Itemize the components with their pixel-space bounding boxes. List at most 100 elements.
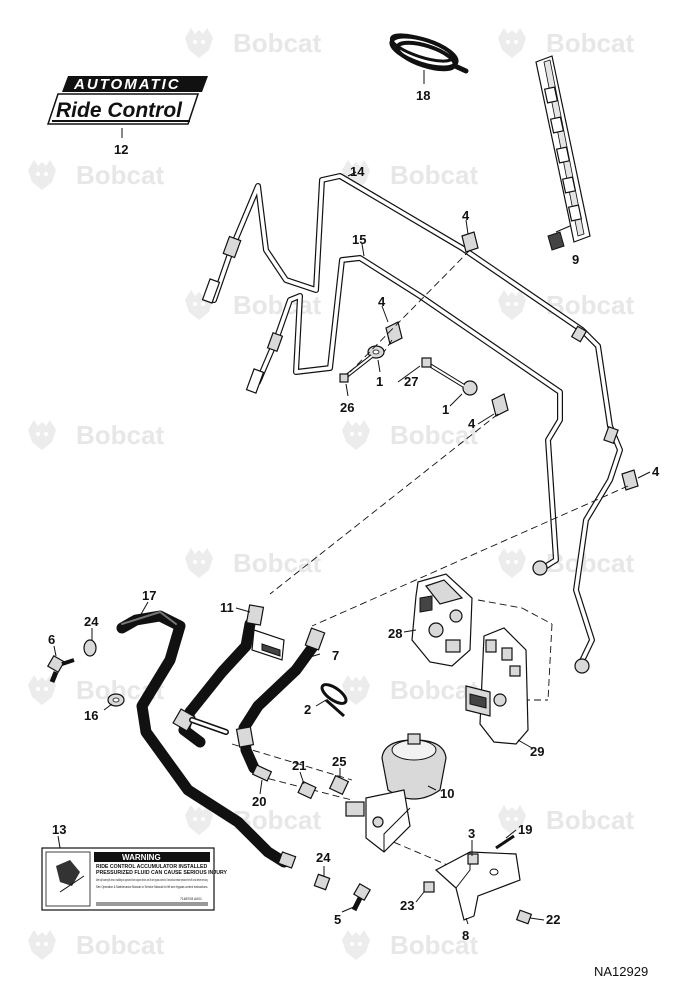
callout-3: 3 [468, 826, 475, 841]
clamp-parts [385, 231, 639, 491]
callout-22: 22 [546, 912, 560, 927]
bobcat-head-icon [498, 548, 526, 578]
callout-17: 17 [142, 588, 156, 603]
svg-text:Bobcat: Bobcat [390, 930, 478, 960]
svg-text:Bobcat: Bobcat [546, 548, 634, 578]
drawing-reference: NA12929 [594, 964, 648, 979]
watermark: Bobcat [342, 160, 478, 190]
callout-7: 7 [332, 648, 339, 663]
watermark: Bobcat [498, 290, 634, 320]
coiled-hose-part [389, 33, 469, 74]
warning-part-code: 7168708 A001 [180, 897, 202, 901]
decal-line1: AUTOMATIC [73, 76, 181, 93]
watermark: Bobcat [185, 28, 321, 58]
callout-4-d: 4 [652, 464, 660, 479]
tie-strap-part [320, 683, 348, 718]
callout-5: 5 [334, 912, 341, 927]
valve-assembly-28 [411, 573, 473, 667]
callout-26: 26 [340, 400, 354, 415]
bobcat-head-icon [498, 290, 526, 320]
hardware-parts [339, 345, 478, 396]
svg-text:Bobcat: Bobcat [233, 28, 321, 58]
callout-16: 16 [84, 708, 98, 723]
callout-19: 19 [518, 822, 532, 837]
warning-title: WARNING [122, 853, 161, 862]
callout-13: 13 [52, 822, 66, 837]
warning-subtitle-2: PRESSURIZED FLUID CAN CAUSE SERIOUS INJU… [96, 870, 227, 876]
warning-bullet-2: See Operation & Maintenance Manual or Se… [96, 885, 208, 889]
callout-labels: 12 18 9 14 4 15 4 1 26 27 1 4 4 17 24 6 … [48, 88, 660, 943]
warning-subtitle-1: RIDE CONTROL ACCUMULATOR INSTALLED [96, 864, 207, 870]
hose-11 [172, 604, 265, 748]
callout-15: 15 [352, 232, 366, 247]
svg-text:Bobcat: Bobcat [233, 548, 321, 578]
watermark: Bobcat [28, 420, 164, 450]
bobcat-head-icon [342, 420, 370, 450]
callout-25: 25 [332, 754, 346, 769]
watermark: Bobcat [342, 675, 478, 705]
valve-assembly-29 [465, 627, 533, 749]
callout-20: 20 [252, 794, 266, 809]
watermark: Bobcat [28, 160, 164, 190]
tube-assembly-15 [255, 255, 563, 573]
hose-17 [116, 610, 297, 869]
callout-14: 14 [350, 164, 365, 179]
watermark: Bobcat [498, 548, 634, 578]
watermark: Bobcat [185, 548, 321, 578]
callout-4-c: 4 [468, 416, 476, 431]
tube-assembly-14 [211, 173, 623, 668]
small-fittings [46, 639, 372, 912]
bobcat-head-icon [28, 420, 56, 450]
tube-fittings [201, 235, 619, 674]
svg-text:Bobcat: Bobcat [76, 160, 164, 190]
callout-29: 29 [530, 744, 544, 759]
bobcat-head-icon [342, 930, 370, 960]
bobcat-head-icon [185, 548, 213, 578]
watermark-layer: Bobcat Bobcat Bobcat Bobcat Bobcat Bobca… [28, 28, 634, 960]
callout-10: 10 [440, 786, 454, 801]
hose-tag [251, 629, 285, 661]
callout-27: 27 [404, 374, 418, 389]
hose-7 [235, 627, 326, 774]
svg-text:Bobcat: Bobcat [546, 28, 634, 58]
decal-line2: Ride Control [56, 99, 183, 122]
harness-bracket-part [535, 55, 591, 251]
callout-28: 28 [388, 626, 402, 641]
callout-2: 2 [304, 702, 311, 717]
svg-text:Bobcat: Bobcat [546, 805, 634, 835]
ride-control-decal: AUTOMATIC Ride Control [46, 76, 208, 125]
callout-24-a: 24 [84, 614, 99, 629]
watermark: Bobcat [28, 930, 164, 960]
callout-leaders [53, 70, 651, 925]
svg-text:Bobcat: Bobcat [390, 675, 478, 705]
callout-4-a: 4 [462, 208, 470, 223]
svg-text:Bobcat: Bobcat [76, 930, 164, 960]
svg-text:Bobcat: Bobcat [390, 420, 478, 450]
callout-18: 18 [416, 88, 430, 103]
watermark: Bobcat [185, 290, 321, 320]
warning-decal: WARNING RIDE CONTROL ACCUMULATOR INSTALL… [41, 847, 227, 911]
callout-11: 11 [220, 600, 234, 615]
svg-text:Bobcat: Bobcat [390, 160, 478, 190]
accumulator-part [345, 733, 447, 853]
watermark: Bobcat [498, 28, 634, 58]
watermark: Bobcat [342, 420, 478, 450]
bobcat-head-icon [28, 930, 56, 960]
warning-bullet-1: After fully lowering lift arms or instal… [96, 878, 208, 882]
svg-text:Bobcat: Bobcat [76, 420, 164, 450]
callout-9: 9 [572, 252, 579, 267]
callout-1-b: 1 [442, 402, 449, 417]
watermark: Bobcat [498, 805, 634, 835]
callout-23: 23 [400, 898, 414, 913]
bobcat-head-icon [185, 28, 213, 58]
callout-1-a: 1 [376, 374, 383, 389]
callout-6: 6 [48, 632, 55, 647]
svg-text:Bobcat: Bobcat [233, 290, 321, 320]
callout-4-b: 4 [378, 294, 386, 309]
callout-24-b: 24 [316, 850, 331, 865]
bobcat-head-icon [28, 160, 56, 190]
assembly-lines [231, 249, 629, 879]
callout-8: 8 [462, 928, 469, 943]
watermark: Bobcat [342, 930, 478, 960]
